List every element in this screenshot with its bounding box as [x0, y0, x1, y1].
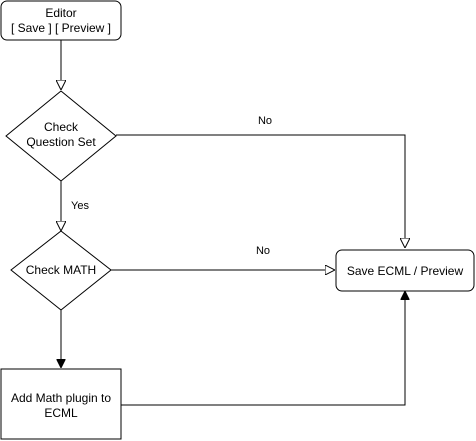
node-check-question-set: Check Question Set — [5, 90, 117, 182]
node-add-math-plugin: Add Math plugin to ECML — [0, 368, 122, 440]
edge-add-plugin-to-save — [121, 291, 405, 406]
node-check-math: Check MATH — [10, 230, 112, 311]
node-editor: Editor [ Save ] [ Preview ] — [0, 0, 122, 41]
node-save-ecml-preview: Save ECML / Preview — [335, 249, 475, 292]
node-add-math-plugin-line2: ECML — [44, 406, 78, 420]
edge-label-question-set-no: No — [258, 115, 272, 127]
node-check-question-set-line1: Check — [44, 120, 79, 134]
node-editor-actions: [ Save ] [ Preview ] — [11, 21, 111, 35]
node-add-math-plugin-line1: Add Math plugin to — [11, 391, 111, 405]
node-check-math-label: Check MATH — [26, 263, 96, 277]
node-save-ecml-preview-label: Save ECML / Preview — [347, 264, 464, 278]
node-check-question-set-line2: Question Set — [26, 135, 96, 149]
edge-label-question-set-yes: Yes — [71, 200, 89, 212]
edge-question-set-no-to-save — [116, 134, 405, 248]
edge-label-math-no: No — [256, 245, 270, 257]
node-editor-title: Editor — [45, 6, 76, 20]
